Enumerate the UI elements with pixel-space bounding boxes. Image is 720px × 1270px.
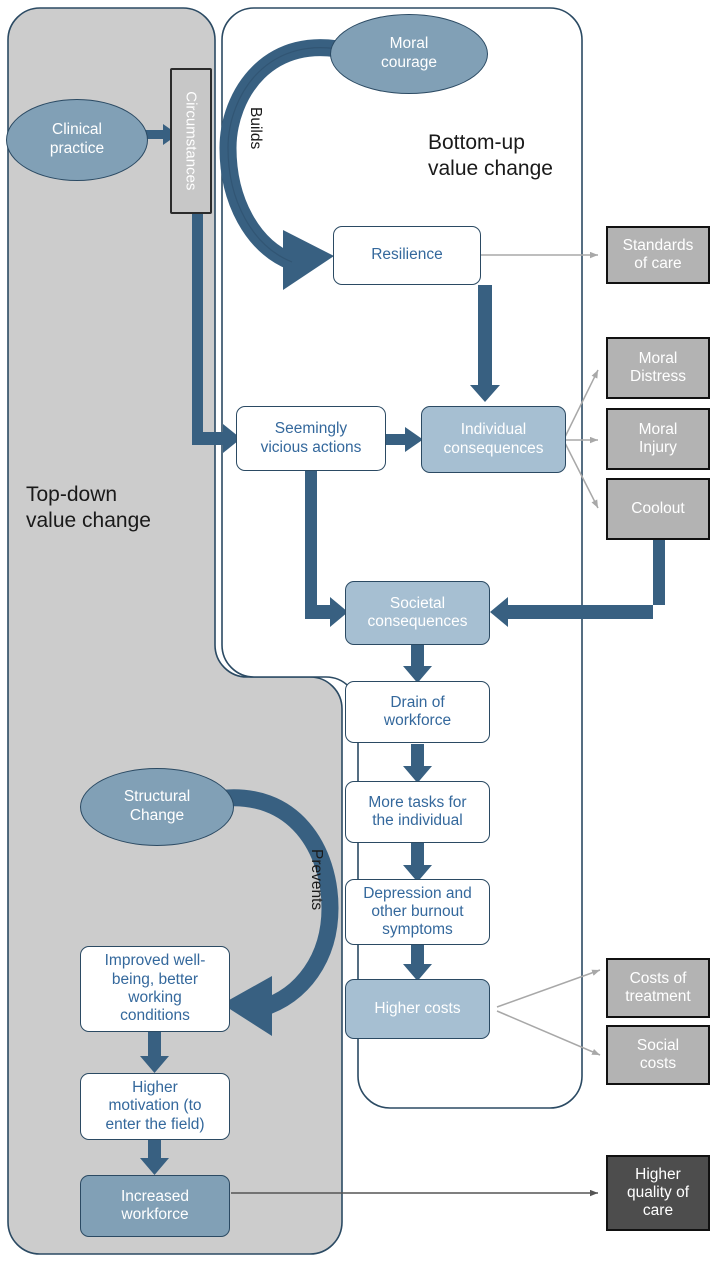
outcome-coolout[interactable]: Coolout	[606, 478, 710, 540]
curved-arrow-prevents-label: Prevents	[308, 849, 325, 911]
drain-of-workforce-line2: workforce	[383, 712, 452, 729]
higher-motivation-line2: motivation (to	[108, 1097, 202, 1115]
structural-change-line1: Structural	[123, 788, 191, 806]
node-higher-costs[interactable]: Higher costs	[345, 979, 490, 1039]
depression-burnout-line1: Depression and	[363, 884, 472, 902]
outcome-higher-quality-of-care[interactable]: Higher quality of care	[606, 1155, 710, 1231]
costs-of-treatment-line1: Costs of	[629, 969, 687, 987]
higher-motivation-line1: Higher	[132, 1079, 178, 1097]
node-more-tasks-for-the-individual[interactable]: More tasks for the individual	[345, 781, 490, 843]
arrow-drain-to-moretasks	[403, 744, 432, 783]
higher-costs-label: Higher costs	[374, 999, 461, 1017]
node-clinical-practice[interactable]: Clinical practice	[6, 99, 148, 181]
improved-wellbeing-line4: conditions	[120, 1007, 190, 1025]
clinical-practice-line1: Clinical	[52, 121, 102, 139]
improved-wellbeing-line3: working	[128, 989, 182, 1006]
seemingly-vicious-line2: vicious actions	[260, 438, 362, 456]
individual-consequences-line2: consequences	[443, 439, 544, 457]
panel-label-top-down-line1: Top-down	[26, 483, 118, 506]
moral-courage-line2: courage	[380, 54, 437, 71]
flow-arrows	[140, 124, 665, 1175]
arrow-societal-to-drain	[403, 644, 432, 683]
arrow-resilience-to-individual	[470, 285, 500, 402]
panel-label-bottom-up-line1: Bottom-up	[428, 131, 525, 154]
moral-distress-line1: Moral	[638, 349, 678, 367]
standards-of-care-line2: of care	[634, 255, 682, 272]
structural-change-line2: Change	[129, 807, 185, 824]
drain-of-workforce-line1: Drain of	[390, 693, 445, 711]
panel-label-top-down: Top-down value change	[26, 482, 206, 535]
arrow-vicious-to-individual	[385, 427, 423, 452]
increased-workforce-line2: workforce	[121, 1206, 189, 1223]
line-higher-costs-to-social-costs	[496, 1010, 601, 1056]
outcome-connectors	[231, 251, 601, 1197]
curved-arrow-prevents	[214, 789, 339, 1036]
moral-distress-line2: Distress	[630, 368, 686, 385]
node-seemingly-vicious-actions[interactable]: Seemingly vicious actions	[236, 406, 386, 471]
circumstances-label: Circumstances	[182, 91, 200, 191]
node-increased-workforce[interactable]: Increased workforce	[80, 1175, 230, 1237]
node-moral-courage[interactable]: Moral courage	[330, 14, 488, 94]
line-higher-costs-to-costs-of-treatment	[496, 969, 601, 1008]
higher-quality-line2: quality of	[626, 1183, 690, 1201]
node-individual-consequences[interactable]: Individual consequences	[421, 406, 566, 473]
node-resilience[interactable]: Resilience	[333, 226, 481, 285]
depression-burnout-line2: other burnout	[371, 902, 464, 920]
arrow-circumstances-to-vicious	[192, 212, 241, 453]
depression-burnout-line3: symptoms	[382, 921, 453, 939]
node-structural-change[interactable]: Structural Change	[80, 768, 234, 846]
more-tasks-line2: the individual	[372, 812, 463, 829]
panel-label-bottom-up: Bottom-up value change	[428, 130, 608, 183]
social-costs-line1: Social	[636, 1036, 680, 1054]
outcome-moral-injury[interactable]: Moral Injury	[606, 408, 710, 470]
increased-workforce-line1: Increased	[120, 1187, 190, 1205]
moral-injury-line1: Moral	[638, 420, 678, 438]
line-individual-to-coolout	[564, 442, 599, 509]
individual-consequences-line1: Individual	[460, 421, 527, 439]
societal-consequences-line2: consequences	[367, 613, 468, 630]
clinical-practice-line2: practice	[49, 140, 105, 157]
higher-quality-line3: care	[642, 1202, 674, 1220]
social-costs-line2: costs	[639, 1055, 677, 1072]
outcome-standards-of-care[interactable]: Standards of care	[606, 226, 710, 284]
arrow-coolout-to-societal	[490, 540, 665, 627]
node-societal-consequences[interactable]: Societal consequences	[345, 581, 490, 645]
moral-injury-line2: Injury	[639, 439, 677, 456]
panel-label-top-down-line2: value change	[26, 509, 151, 533]
resilience-label: Resilience	[371, 246, 443, 264]
standards-of-care-line1: Standards	[622, 236, 694, 254]
seemingly-vicious-line1: Seemingly	[274, 420, 348, 438]
outcome-moral-distress[interactable]: Moral Distress	[606, 337, 710, 399]
more-tasks-line1: More tasks for	[368, 793, 467, 811]
line-individual-to-moral-distress	[564, 369, 599, 438]
node-improved-wellbeing[interactable]: Improved well- being, better working con…	[80, 946, 230, 1032]
outcome-costs-of-treatment[interactable]: Costs of treatment	[606, 958, 710, 1018]
arrow-depression-to-higher-costs	[403, 944, 432, 981]
panel-label-bottom-up-line2: value change	[428, 157, 553, 181]
arrow-wellbeing-to-motivation	[140, 1032, 169, 1073]
societal-consequences-line1: Societal	[389, 594, 446, 612]
higher-quality-line1: Higher	[635, 1165, 681, 1183]
curved-arrow-builds	[219, 39, 355, 290]
improved-wellbeing-line1: Improved well-	[104, 952, 206, 970]
outcome-social-costs[interactable]: Social costs	[606, 1025, 710, 1085]
node-circumstances[interactable]: Circumstances	[170, 68, 212, 214]
moral-courage-line1: Moral	[389, 35, 429, 53]
curved-arrow-builds-label: Builds	[247, 107, 264, 150]
arrow-vicious-to-societal	[305, 471, 348, 627]
node-higher-motivation[interactable]: Higher motivation (to enter the field)	[80, 1073, 230, 1140]
higher-motivation-line3: enter the field)	[105, 1115, 205, 1133]
arrow-moretasks-to-depression	[403, 843, 432, 882]
improved-wellbeing-line2: being, better	[111, 970, 199, 988]
node-drain-of-workforce[interactable]: Drain of workforce	[345, 681, 490, 743]
node-depression-and-burnout[interactable]: Depression and other burnout symptoms	[345, 879, 490, 945]
costs-of-treatment-line2: treatment	[625, 988, 691, 1005]
coolout-label: Coolout	[631, 499, 685, 517]
panel-bottom-up-shape	[221, 7, 583, 1109]
arrow-motivation-to-workforce	[140, 1139, 169, 1175]
arrow-clinical-to-circumstances	[144, 124, 178, 145]
